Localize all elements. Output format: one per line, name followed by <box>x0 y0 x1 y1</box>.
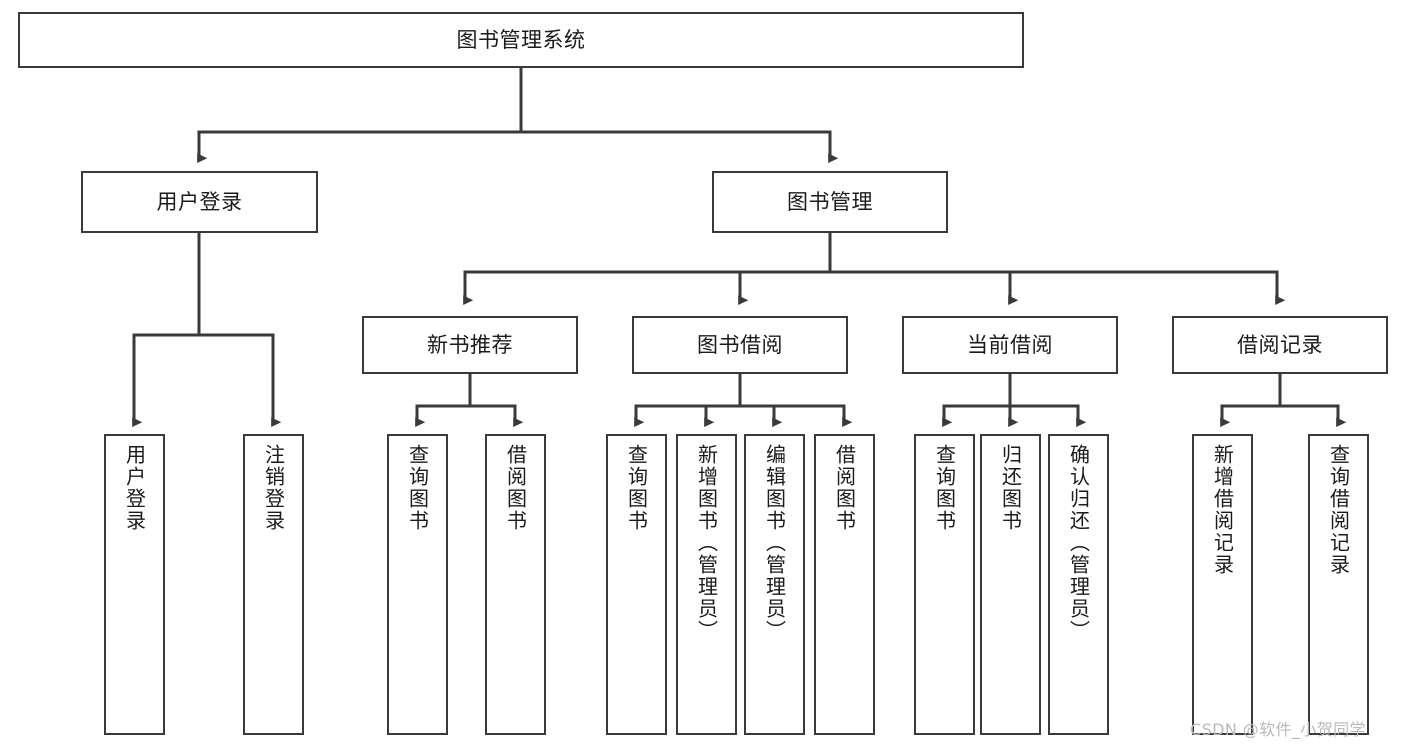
node-leaf-query-book-borrow[interactable]: 查询图书 <box>606 434 667 735</box>
watermark: CSDN @软件_小贺同学 <box>1190 720 1366 739</box>
node-label: 新书推荐 <box>427 332 513 357</box>
node-label: 查询图书 <box>932 444 957 532</box>
node-user-login[interactable]: 用户登录 <box>81 171 318 233</box>
node-leaf-return-book[interactable]: 归还图书 <box>980 434 1041 735</box>
node-leaf-user-login[interactable]: 用户登录 <box>104 434 165 735</box>
node-leaf-add-book[interactable]: 新增图书（管理员） <box>676 434 737 735</box>
node-label: 用户登录 <box>122 444 147 532</box>
node-new-book-recommend[interactable]: 新书推荐 <box>362 316 578 374</box>
node-leaf-query-book-recommend[interactable]: 查询图书 <box>387 434 448 735</box>
node-book-borrow[interactable]: 图书借阅 <box>632 316 848 374</box>
node-label: 当前借阅 <box>967 332 1053 357</box>
node-book-management-system[interactable]: 图书管理系统 <box>18 12 1024 68</box>
node-leaf-query-book-current[interactable]: 查询图书 <box>914 434 975 735</box>
node-leaf-borrow-book[interactable]: 借阅图书 <box>814 434 875 735</box>
node-current-borrow[interactable]: 当前借阅 <box>902 316 1118 374</box>
node-label: 编辑图书（管理员） <box>762 444 787 642</box>
node-label: 查询图书 <box>624 444 649 532</box>
node-label: 图书管理系统 <box>456 27 586 52</box>
node-borrow-record[interactable]: 借阅记录 <box>1172 316 1388 374</box>
node-label: 借阅记录 <box>1237 332 1323 357</box>
node-label: 借阅图书 <box>832 444 857 532</box>
node-leaf-query-borrow-record[interactable]: 查询借阅记录 <box>1308 434 1369 735</box>
node-label: 确认归还（管理员） <box>1066 444 1091 642</box>
node-book-management[interactable]: 图书管理 <box>712 171 948 233</box>
node-leaf-borrow-book-recommend[interactable]: 借阅图书 <box>485 434 546 735</box>
node-label: 查询借阅记录 <box>1326 444 1351 576</box>
node-leaf-user-logout[interactable]: 注销登录 <box>243 434 304 735</box>
node-leaf-confirm-return[interactable]: 确认归还（管理员） <box>1048 434 1109 735</box>
node-leaf-add-borrow-record[interactable]: 新增借阅记录 <box>1192 434 1253 735</box>
node-label: 图书管理 <box>787 189 873 214</box>
node-label: 查询图书 <box>405 444 430 532</box>
node-label: 注销登录 <box>261 444 286 532</box>
node-leaf-edit-book[interactable]: 编辑图书（管理员） <box>744 434 805 735</box>
node-label: 新增借阅记录 <box>1210 444 1235 576</box>
node-label: 借阅图书 <box>503 444 528 532</box>
node-label: 归还图书 <box>998 444 1023 532</box>
node-label: 用户登录 <box>156 189 243 214</box>
node-label: 图书借阅 <box>697 332 783 357</box>
node-label: 新增图书（管理员） <box>694 444 719 642</box>
